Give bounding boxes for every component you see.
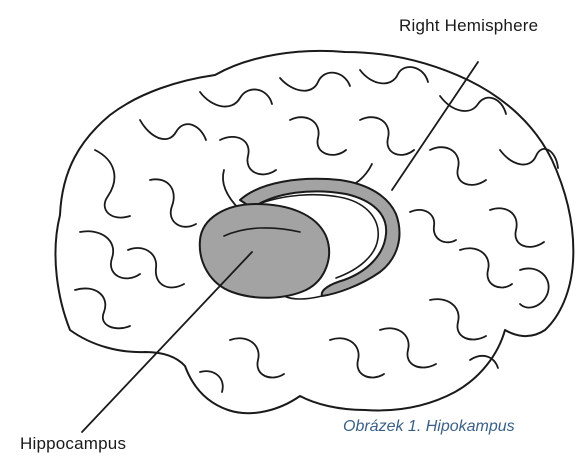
- hippocampus-label: Hippocampus: [20, 434, 126, 454]
- right-hemisphere-leader-line: [392, 62, 478, 190]
- right-hemisphere-label: Right Hemisphere: [399, 16, 538, 36]
- hippocampus-leader-line: [82, 252, 252, 432]
- hippocampus-shape: [200, 204, 329, 298]
- figure-caption: Obrázek 1. Hipokampus: [343, 418, 515, 436]
